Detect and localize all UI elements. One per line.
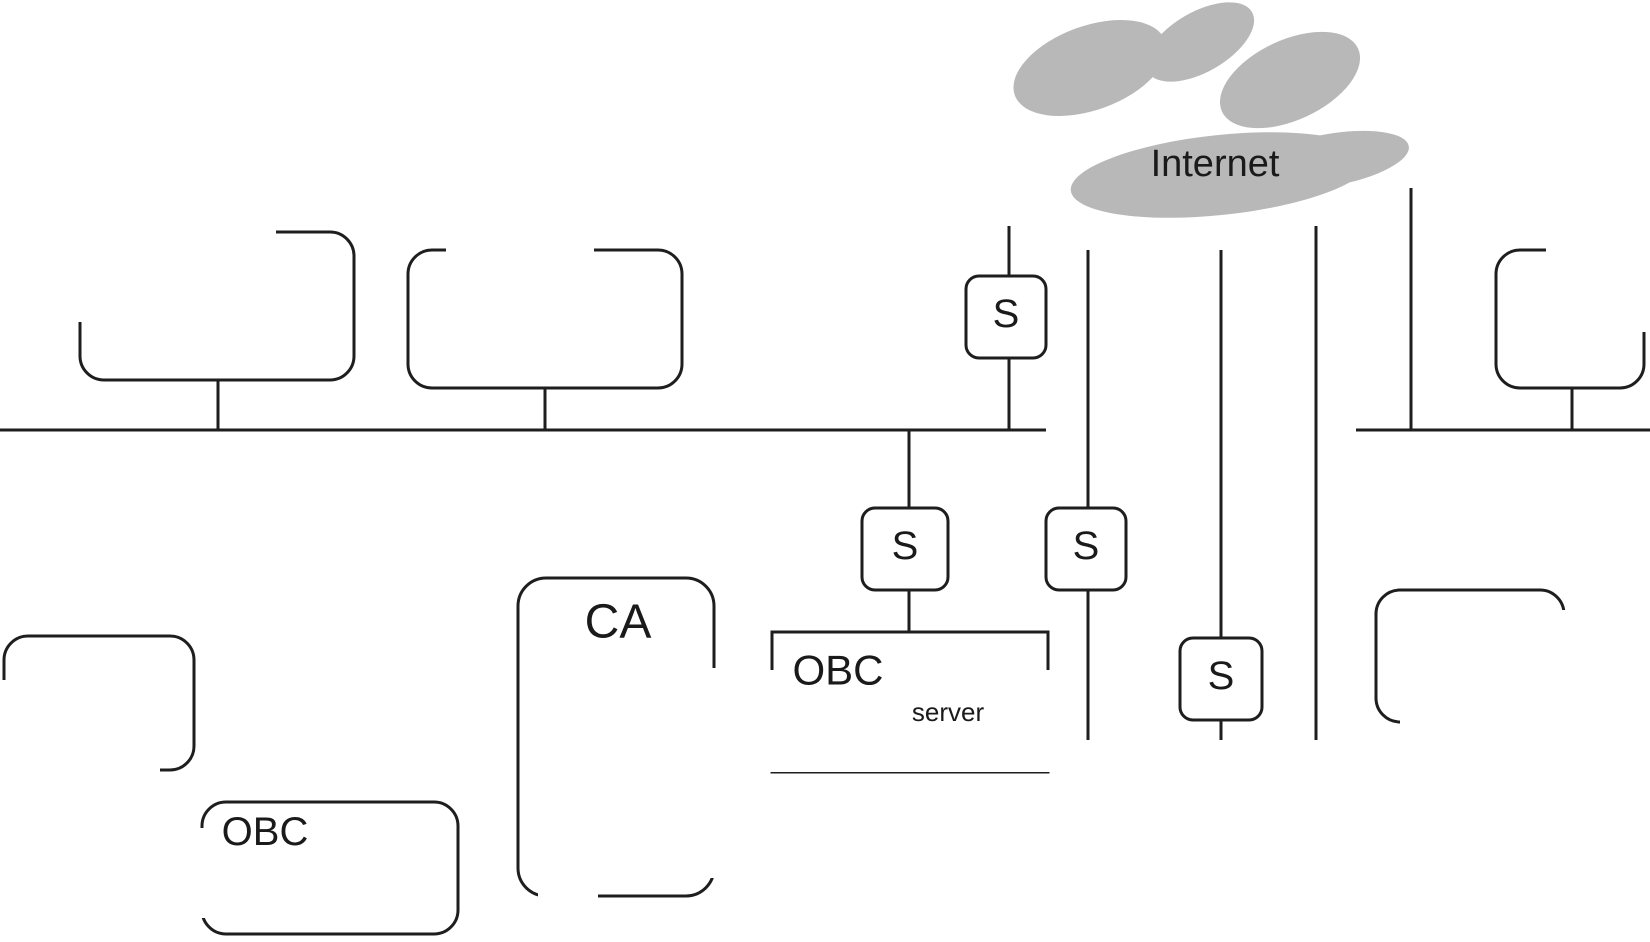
obc-server-subtitle: server [912, 697, 985, 727]
switch-4: S [1178, 636, 1264, 722]
obc-bottom-title: OBC [222, 810, 309, 854]
right-node-top [1494, 240, 1650, 390]
internet-cloud: Internet [1013, 2, 1409, 218]
obc-server: OBC server [710, 630, 1050, 774]
switch-1: S [964, 274, 1048, 360]
switch-3-label: S [1073, 524, 1100, 568]
switch-4-label: S [1208, 654, 1235, 698]
switch-1-label: S [993, 292, 1020, 336]
lan-node-2 [406, 240, 684, 390]
bottom-left-node [0, 634, 196, 780]
right-node-bottom [1374, 588, 1580, 730]
switch-2: S [860, 506, 950, 592]
switch-3: S [1044, 506, 1128, 592]
obc-bottom-node: OBC [196, 800, 460, 936]
lan-node-1 [70, 222, 356, 382]
switch-2-label: S [892, 524, 919, 568]
obc-server-title: OBC [792, 647, 883, 694]
internet-label: Internet [1151, 143, 1280, 185]
ca-node-title: CA [585, 596, 652, 649]
cloud-shape [1013, 2, 1409, 218]
ca-node: CA [516, 576, 746, 910]
